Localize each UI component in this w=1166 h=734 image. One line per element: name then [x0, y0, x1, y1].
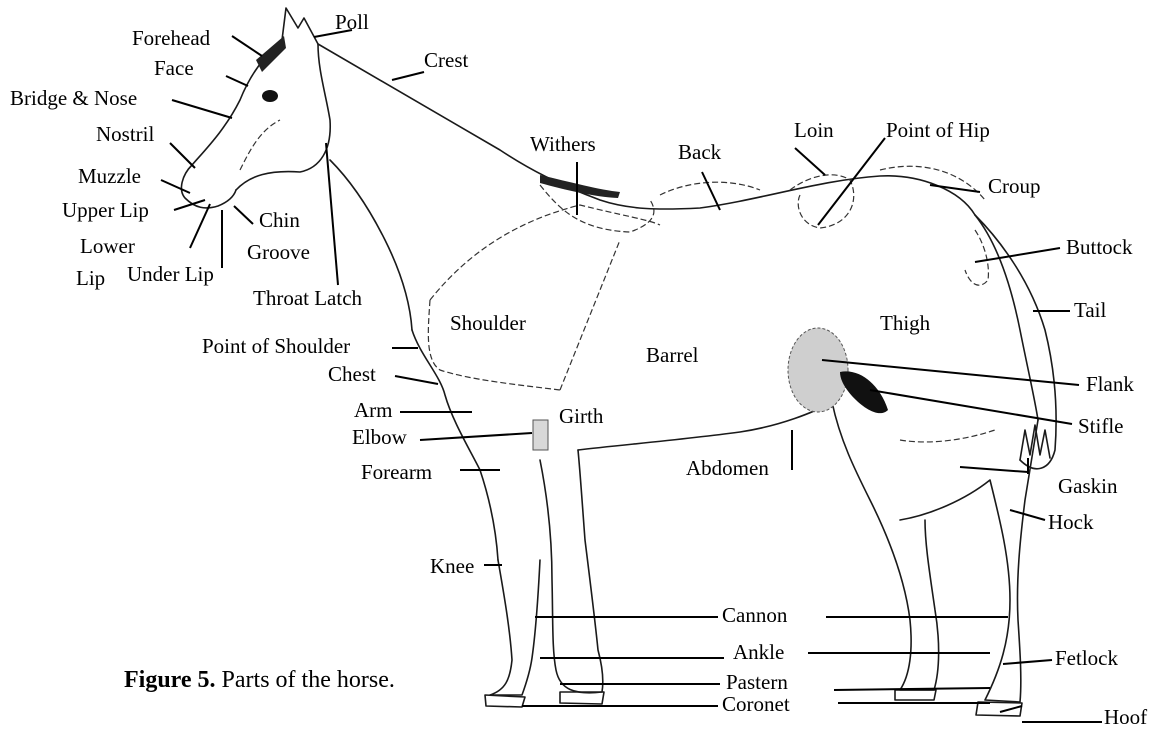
label-abdomen: Abdomen: [686, 458, 769, 479]
withers-shading: [540, 175, 620, 198]
label-loin: Loin: [794, 120, 834, 141]
label-forehead: Forehead: [132, 28, 210, 49]
label-chin-groove-line2: Groove: [247, 242, 310, 263]
figure-caption-text: Parts of the horse.: [216, 667, 395, 693]
label-bridge-nose: Bridge & Nose: [10, 88, 137, 109]
figure-caption: Figure 5. Parts of the horse.: [124, 667, 395, 693]
label-chin-groove-line1: Chin: [259, 210, 300, 231]
horse-outline: [181, 8, 1056, 716]
label-hock: Hock: [1048, 512, 1094, 533]
label-pastern: Pastern: [726, 672, 788, 693]
label-point-of-shoulder: Point of Shoulder: [202, 336, 350, 357]
label-flank: Flank: [1086, 374, 1134, 395]
label-back: Back: [678, 142, 721, 163]
eye: [262, 90, 278, 102]
label-crest: Crest: [424, 50, 468, 71]
label-nostril: Nostril: [96, 124, 154, 145]
label-face: Face: [154, 58, 194, 79]
label-tail: Tail: [1074, 300, 1106, 321]
label-barrel: Barrel: [646, 345, 698, 366]
label-stifle: Stifle: [1078, 416, 1124, 437]
label-gaskin: Gaskin: [1058, 476, 1118, 497]
label-croup: Croup: [988, 176, 1041, 197]
figure-caption-number: Figure 5.: [124, 667, 216, 693]
label-throat-latch: Throat Latch: [253, 288, 362, 309]
label-coronet: Coronet: [722, 694, 790, 715]
label-girth: Girth: [559, 406, 603, 427]
label-upper-lip: Upper Lip: [62, 200, 149, 221]
label-cannon: Cannon: [722, 605, 787, 626]
horse-region-lines: [240, 120, 995, 442]
label-lower-lip-line1: Lower: [80, 236, 135, 257]
label-hoof: Hoof: [1104, 707, 1147, 728]
label-point-of-hip: Point of Hip: [886, 120, 990, 141]
elbow-mark: [533, 420, 548, 450]
label-withers: Withers: [530, 134, 596, 155]
horse-shading: [256, 36, 888, 450]
label-ankle: Ankle: [733, 642, 784, 663]
label-thigh: Thigh: [880, 313, 930, 334]
label-fetlock: Fetlock: [1055, 648, 1118, 669]
label-lower-lip-line2: Lip: [76, 268, 105, 289]
label-shoulder: Shoulder: [450, 313, 526, 334]
label-chest: Chest: [328, 364, 376, 385]
label-elbow: Elbow: [352, 427, 407, 448]
label-knee: Knee: [430, 556, 474, 577]
label-buttock: Buttock: [1066, 237, 1133, 258]
label-forearm: Forearm: [361, 462, 432, 483]
label-poll: Poll: [335, 12, 369, 33]
label-arm: Arm: [354, 400, 393, 421]
label-muzzle: Muzzle: [78, 166, 141, 187]
flank-shading: [788, 328, 848, 412]
label-under-lip: Under Lip: [127, 264, 214, 285]
